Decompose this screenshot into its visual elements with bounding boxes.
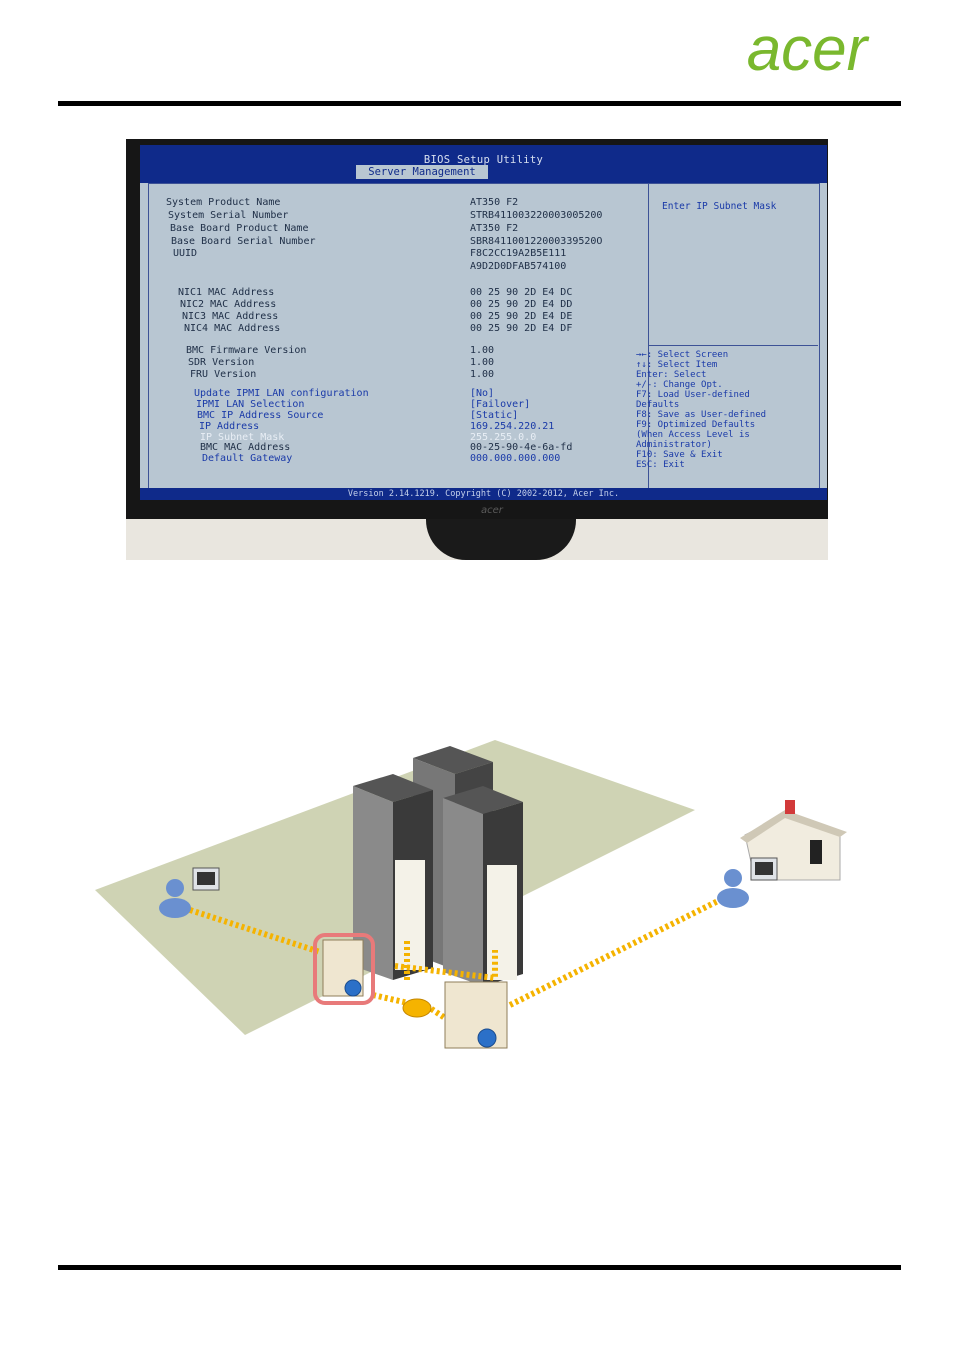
network-cables (189, 897, 722, 1021)
bios-key-item: F7: Load User-defined (636, 390, 750, 400)
bios-row-label[interactable]: Update IPMI LAN configuration (194, 388, 369, 399)
bios-row-value[interactable]: 000.000.000.000 (470, 453, 561, 464)
remote-server[interactable] (444, 981, 508, 1049)
bios-row-label[interactable]: IPMI LAN Selection (196, 399, 305, 410)
bios-row-value: 1.00 (470, 357, 495, 368)
bios-row-label: UUID (173, 248, 198, 259)
bios-version: Version 2.14.1219. Copyright (C) 2002-20… (347, 489, 620, 499)
bios-key-item: F9: Optimized Defaults (636, 420, 756, 430)
bios-row-label: System Serial Number (168, 210, 289, 221)
bios-key-item: ↑↓: Select Item (636, 360, 718, 370)
bios-row-value: 00 25 90 2D E4 DC (470, 287, 573, 298)
header-rule (58, 101, 901, 106)
bios-row-label[interactable]: IP Subnet Mask (200, 432, 285, 443)
bios-row-value[interactable]: [Failover] (470, 399, 531, 410)
bios-row-value[interactable]: 169.254.220.21 (470, 421, 555, 432)
bmc-server[interactable] (313, 933, 375, 1005)
monitor-stand (426, 519, 576, 560)
bios-row-label[interactable]: Default Gateway (202, 453, 293, 464)
acer-logo-text: acer (747, 22, 870, 78)
bios-row-value: STRB411003220003005200 (470, 210, 603, 221)
bios-row-value: 1.00 (470, 345, 495, 356)
bios-row-value: AT350 F2 (470, 223, 519, 234)
bios-row-value: F8C2CC19A2B5E111 (470, 248, 567, 259)
bios-row-value[interactable]: 255.255.0.0 (470, 432, 537, 443)
network-switch (402, 998, 432, 1018)
bios-key-item: +/-: Change Opt. (636, 380, 723, 390)
bios-row-label: System Product Name (166, 197, 281, 208)
bios-row-label: SDR Version (188, 357, 255, 368)
user-icon (166, 879, 184, 897)
bios-row-label: NIC1 MAC Address (178, 287, 275, 298)
bios-row-label[interactable]: IP Address (199, 421, 260, 432)
bios-row-value[interactable]: 00-25-90-4e-6a-fd (470, 442, 573, 453)
bios-key-item: F10: Save & Exit (636, 450, 723, 460)
bios-tab-server-management[interactable]: Server Management (356, 165, 488, 179)
bios-row-value: 00 25 90 2D E4 DF (470, 323, 573, 334)
bios-key-item: Administrator) (636, 440, 712, 450)
bios-row-value: 00 25 90 2D E4 DD (470, 299, 573, 310)
monitor-bezel: BIOS Setup Utility Server Management Sys… (126, 139, 828, 519)
bios-row-value: A9D2D0DFAB574100 (470, 261, 567, 272)
monitor-brand: acer (481, 505, 503, 516)
bios-row-value: AT350 F2 (470, 197, 519, 208)
bios-row-label[interactable]: BMC IP Address Source (197, 410, 324, 421)
footer-rule (58, 1265, 901, 1270)
bios-help-text: Enter IP Subnet Mask (662, 201, 777, 212)
bios-key-item: Defaults (636, 400, 680, 410)
network-diagram (95, 740, 847, 1049)
acer-logo: acer (747, 22, 870, 78)
bios-key-item: Enter: Select (636, 370, 707, 380)
globe-icon (477, 1028, 497, 1048)
server-rack-left (353, 774, 433, 980)
bios-key-item: (When Access Level is (636, 430, 750, 440)
bios-photo: BIOS Setup Utility Server Management Sys… (126, 139, 828, 560)
bios-title: BIOS Setup Utility (423, 154, 544, 166)
bios-row-label: NIC3 MAC Address (182, 311, 279, 322)
bios-row-label: Base Board Serial Number (171, 236, 316, 247)
bios-key-item: F8: Save as User-defined (636, 410, 767, 420)
bios-row-label: NIC4 MAC Address (184, 323, 281, 334)
bios-row-label[interactable]: BMC MAC Address (200, 442, 291, 453)
bios-key-item: ESC: Exit (636, 460, 685, 470)
bios-row-label: BMC Firmware Version (186, 345, 307, 356)
server-rack-right (443, 786, 523, 986)
bios-row-value: 00 25 90 2D E4 DE (470, 311, 573, 322)
globe-icon (344, 979, 362, 997)
bios-screen: BIOS Setup Utility Server Management Sys… (140, 145, 827, 500)
bios-row-value[interactable]: [Static] (470, 410, 519, 421)
bios-row-label: NIC2 MAC Address (180, 299, 277, 310)
user-icon (724, 869, 742, 887)
bios-row-value[interactable]: [No] (470, 388, 495, 399)
bios-row-label: FRU Version (190, 369, 257, 380)
bios-key-item: →←: Select Screen (636, 350, 729, 360)
bios-row-value: 1.00 (470, 369, 495, 380)
bios-row-value: SBR841100122000339520O (470, 236, 603, 247)
remote-site[interactable] (717, 800, 847, 908)
local-user-workstation[interactable] (159, 867, 220, 918)
bios-row-label: Base Board Product Name (170, 223, 309, 234)
